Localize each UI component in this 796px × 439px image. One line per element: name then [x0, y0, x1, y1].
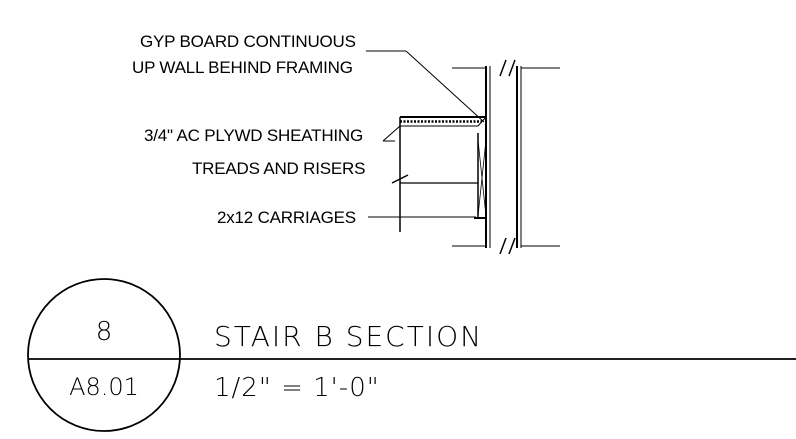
title-block: 8 A8.01 STAIR B SECTION 1/2" = 1'-0" — [27, 278, 796, 432]
tread-corner — [477, 116, 487, 127]
plywood-note-line2: TREADS AND RISERS — [192, 159, 365, 178]
break-mark — [508, 59, 516, 77]
plywood-note-line1: 3/4" AC PLYWD SHEATHING — [144, 126, 363, 145]
sheet-number: A8.01 — [69, 373, 139, 401]
detail-scale: 1/2" = 1'-0" — [214, 373, 380, 403]
gyp-leader — [405, 50, 485, 123]
break-mark — [499, 237, 507, 255]
gyp-note-line2: UP WALL BEHIND FRAMING — [132, 58, 353, 77]
break-mark — [391, 174, 409, 184]
wall-assembly — [452, 59, 560, 255]
tread-assembly — [391, 116, 487, 232]
stud-hatch — [477, 139, 487, 217]
plywood-leader — [382, 125, 401, 142]
detail-bubble — [27, 278, 181, 432]
break-mark — [508, 237, 516, 255]
gyp-note-line1: GYP BOARD CONTINUOUS — [140, 32, 356, 51]
detail-title: STAIR B SECTION — [214, 320, 483, 353]
carriages-note: 2x12 CARRIAGES — [217, 208, 356, 227]
detail-number: 8 — [96, 317, 113, 347]
leaders — [366, 50, 485, 218]
break-mark — [499, 59, 507, 77]
